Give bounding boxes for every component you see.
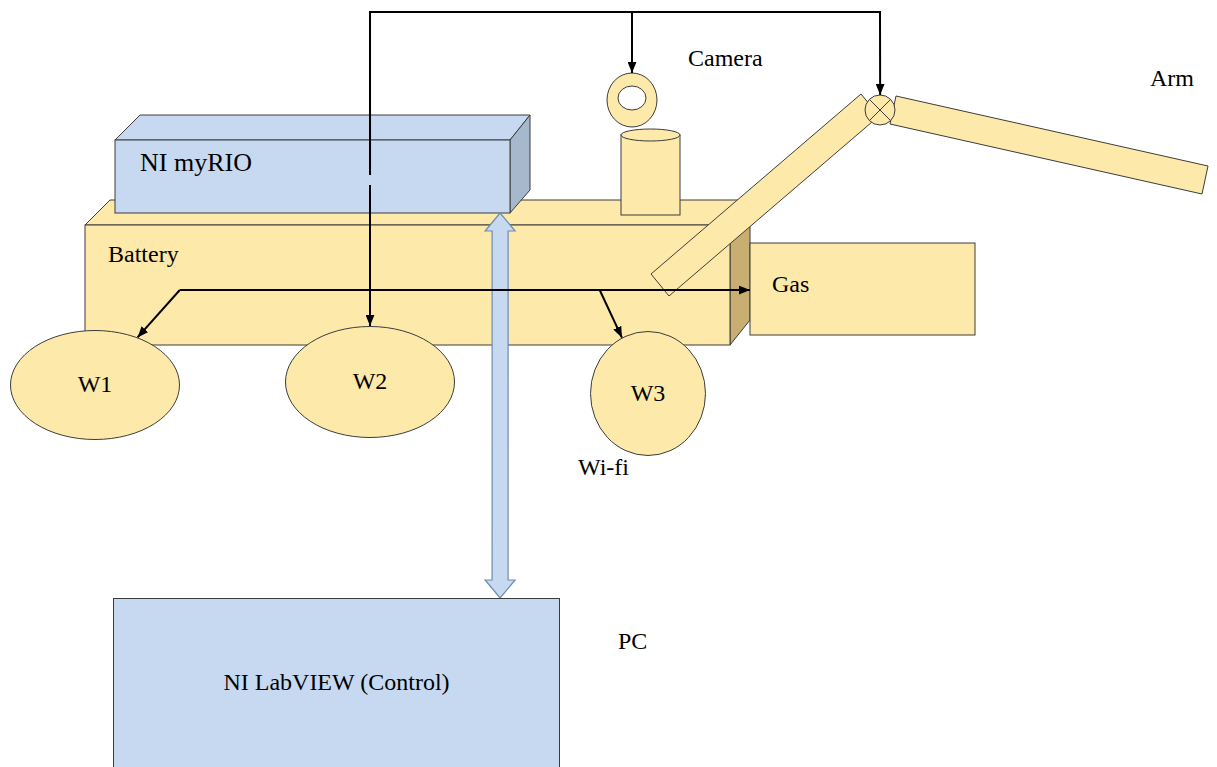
- software-label: NI LabVIEW (Control): [223, 669, 449, 697]
- gas-tank: [750, 243, 975, 335]
- wheel-ellipse: W3: [590, 331, 706, 456]
- wheel-ellipse: W2: [285, 326, 455, 438]
- camera-label: Camera: [688, 45, 763, 73]
- signal-arrow: [370, 12, 880, 175]
- signal-arrow: [600, 290, 622, 338]
- gas-label: Gas: [772, 271, 809, 299]
- pc-box: NI LabVIEW (Control)PC: [113, 598, 560, 767]
- controller-box: NI myRIO: [115, 140, 510, 213]
- box-outline: [114, 599, 560, 767]
- battery-label: Battery: [108, 241, 179, 269]
- wheel-label: W1: [78, 371, 113, 399]
- wheel-outline: [286, 327, 455, 438]
- wheel-outline: [11, 331, 180, 440]
- battery-box: Battery: [85, 225, 730, 345]
- signal-arrow: [369, 185, 371, 326]
- wheel-ellipse: W1: [10, 330, 180, 440]
- controller-label: NI myRIO: [140, 148, 252, 178]
- link-label: Wi-fi: [578, 454, 629, 482]
- myrio-body: [115, 115, 530, 213]
- arm-label: Arm: [1150, 65, 1194, 93]
- gas-box: Gas: [750, 243, 975, 335]
- pc-label: PC: [618, 628, 647, 656]
- camera-node: Camera: [600, 73, 800, 218]
- signal-arrow: [180, 289, 750, 291]
- battery-body: [85, 200, 750, 345]
- wifi-link: [485, 213, 515, 598]
- wheel-label: W3: [631, 380, 666, 408]
- wheel-label: W2: [353, 368, 388, 396]
- arm-node: Arm: [650, 95, 1210, 300]
- camera-figure: [607, 73, 680, 215]
- signal-arrow: [370, 12, 632, 175]
- wheel-outline: [591, 332, 706, 456]
- signal-arrow: [138, 290, 180, 337]
- arm-figure: [651, 94, 1208, 296]
